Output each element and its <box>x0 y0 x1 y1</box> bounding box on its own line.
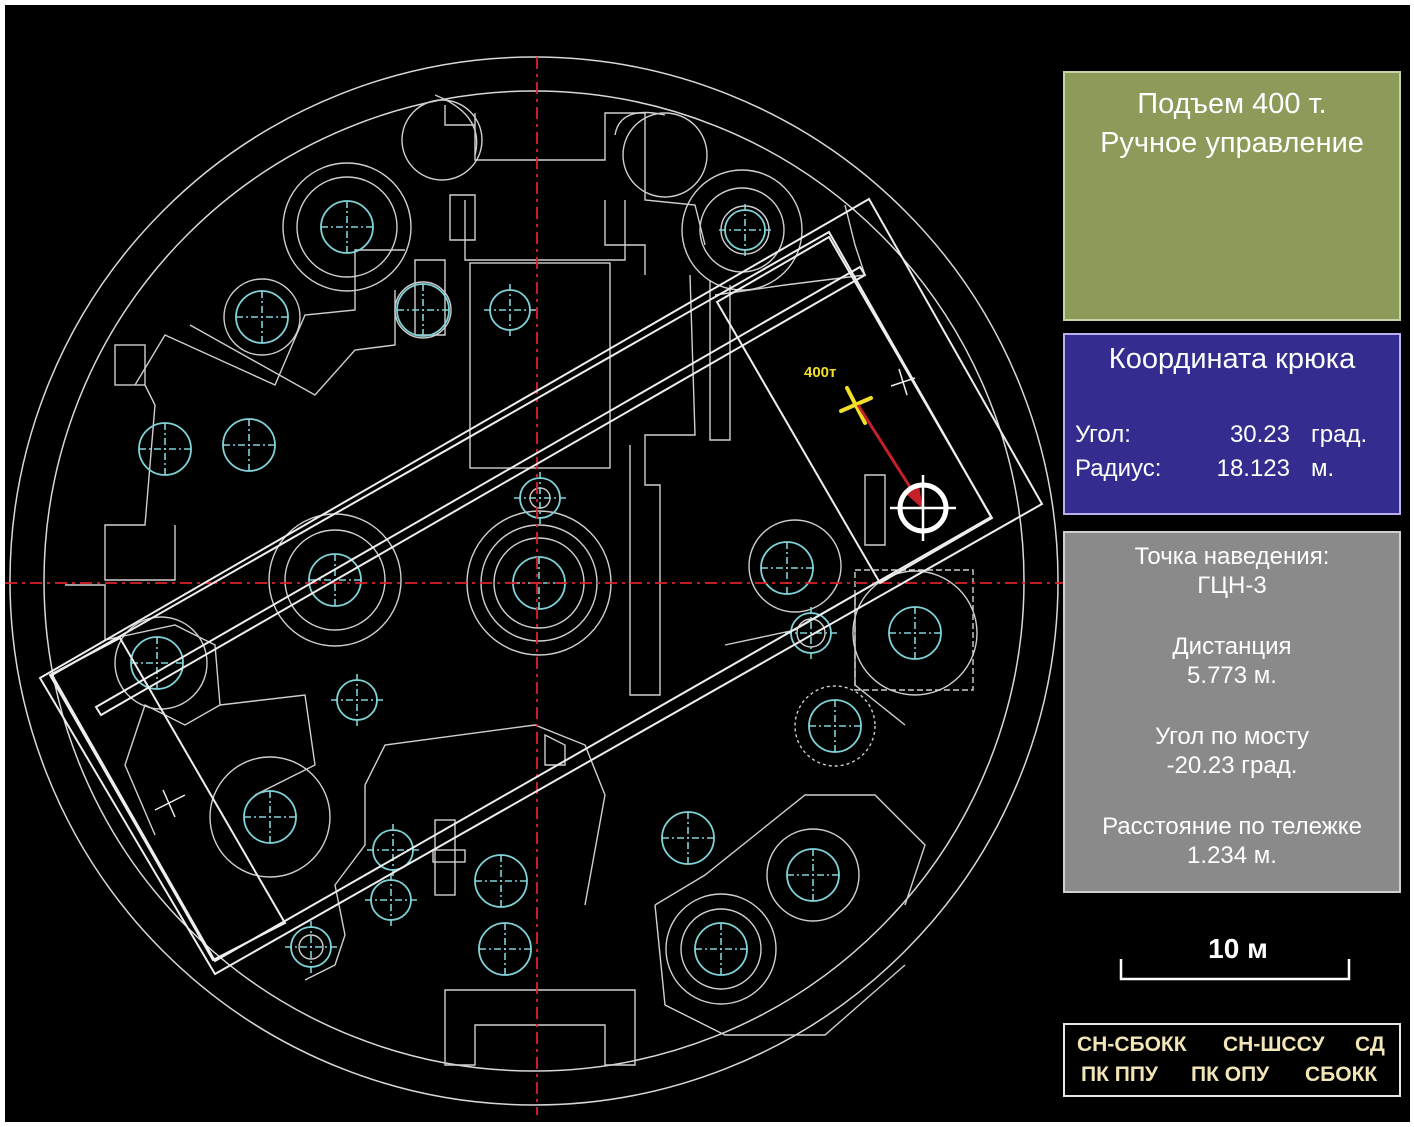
bridge-angle-label: Угол по мосту <box>1154 723 1309 750</box>
distance-label: Дистанция <box>1172 633 1292 660</box>
bridge-angle-value: -20.23 град. <box>1166 752 1298 779</box>
reactor-hall-plan: 400т <box>5 56 1063 1115</box>
hook-angle-label: Угол: <box>1075 421 1131 448</box>
hook-coordinates-panel: Координата крюка Угол: 30.23 град. Радиу… <box>1063 333 1401 515</box>
trolley-distance-label: Расстояние по тележке <box>1102 813 1362 840</box>
scale-bar <box>1119 959 1351 981</box>
hook-position-marker <box>839 386 873 425</box>
system-sbokk[interactable]: СБОКК <box>1305 1063 1378 1086</box>
hook-label: 400т <box>804 364 836 381</box>
scale-label: 10 м <box>1208 933 1268 964</box>
systems-status-panel: СН-СБОКК СН-ШССУ СД ПК ППУ ПК ОПУ СБОКК <box>1063 1023 1401 1097</box>
hook-radius-unit: м. <box>1311 455 1335 482</box>
mode-panel: Подъем 400 т. Ручное управление <box>1063 71 1401 321</box>
hook-angle-value: 30.23 <box>1229 421 1290 448</box>
hall-outline <box>9 56 1059 1106</box>
system-pk-ppu[interactable]: ПК ППУ <box>1081 1063 1158 1086</box>
hook-panel-title: Координата крюка <box>1108 343 1356 375</box>
hook-radius-label: Радиус: <box>1075 455 1162 482</box>
crane-trolleys <box>48 235 994 962</box>
system-sn-shssu[interactable]: СН-ШССУ <box>1223 1033 1325 1056</box>
system-pk-opu[interactable]: ПК ОПУ <box>1191 1063 1270 1086</box>
structural-walls <box>65 94 926 1066</box>
crane-control-screen: 400т Подъем 400 т. Ручное управление Коо… <box>5 5 1410 1122</box>
crane-bridge <box>38 197 1044 976</box>
circular-structures <box>114 99 978 1005</box>
equipment-markers <box>131 201 941 975</box>
target-direction-arrow <box>856 404 923 509</box>
target-name: ГЦН-3 <box>1197 572 1267 599</box>
mode-line-control: Ручное управление <box>1100 127 1364 159</box>
reactor-axes <box>5 57 1063 1115</box>
mode-line-lift: Подъем 400 т. <box>1137 88 1327 120</box>
hook-angle-unit: град. <box>1311 421 1368 448</box>
reference-marks <box>154 368 916 818</box>
system-sn-sbokk[interactable]: СН-СБОКК <box>1077 1033 1187 1056</box>
distance-value: 5.773 м. <box>1187 662 1277 689</box>
trolley-distance-value: 1.234 м. <box>1187 842 1277 869</box>
hook-radius-value: 18.123 <box>1216 455 1290 482</box>
system-sd[interactable]: СД <box>1355 1033 1385 1056</box>
target-heading: Точка наведения: <box>1134 543 1330 570</box>
target-crosshair-icon <box>890 475 956 541</box>
target-point-panel: Точка наведения: ГЦН-3 Дистанция 5.773 м… <box>1063 531 1401 893</box>
